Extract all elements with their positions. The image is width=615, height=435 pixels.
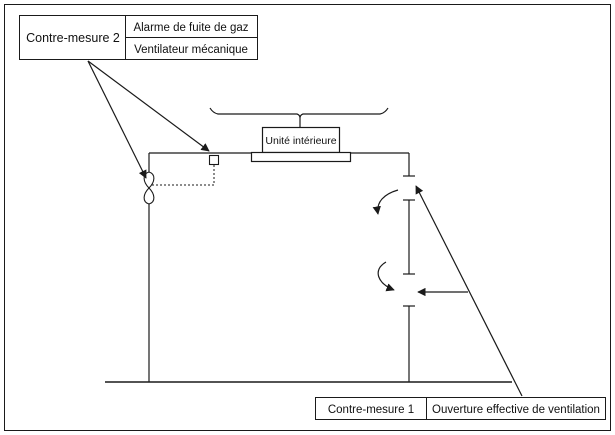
pointer-arrow-upper-opening (415, 185, 523, 397)
outer-frame (4, 4, 611, 431)
ceiling-brace (209, 107, 389, 119)
pointer-arrow-fan (87, 60, 147, 179)
alarm-fan-link (152, 165, 215, 186)
gas-leak-alarm-icon (208, 154, 220, 166)
airflow-arrow-upper (372, 189, 399, 215)
mechanical-fan-icon (143, 171, 155, 205)
countermeasure-2-label: Contre-mesure 2 (26, 31, 120, 45)
countermeasure-1-label: Contre-mesure 1 (328, 404, 414, 416)
indoor-unit-label: Unité intérieure (265, 135, 336, 147)
mechanical-fan-label: Ventilateur mécanique (134, 44, 248, 56)
ventilation-opening-label: Ouverture effective de ventilation (432, 404, 600, 416)
table-border (315, 397, 606, 420)
pointer-arrow-alarm (87, 60, 210, 152)
countermeasure-1-table: Contre-mesure 1 Ouverture effective de v… (315, 397, 606, 420)
indoor-unit-panel (250, 151, 352, 163)
airflow-arrow-lower (377, 261, 395, 292)
countermeasure-2-table: Contre-mesure 2 Alarme de fuite de gaz V… (19, 15, 258, 60)
indoor-unit-box (261, 126, 341, 154)
indoor-unit: Unité intérieure (250, 126, 352, 163)
gas-leak-alarm-label: Alarme de fuite de gaz (133, 22, 248, 34)
